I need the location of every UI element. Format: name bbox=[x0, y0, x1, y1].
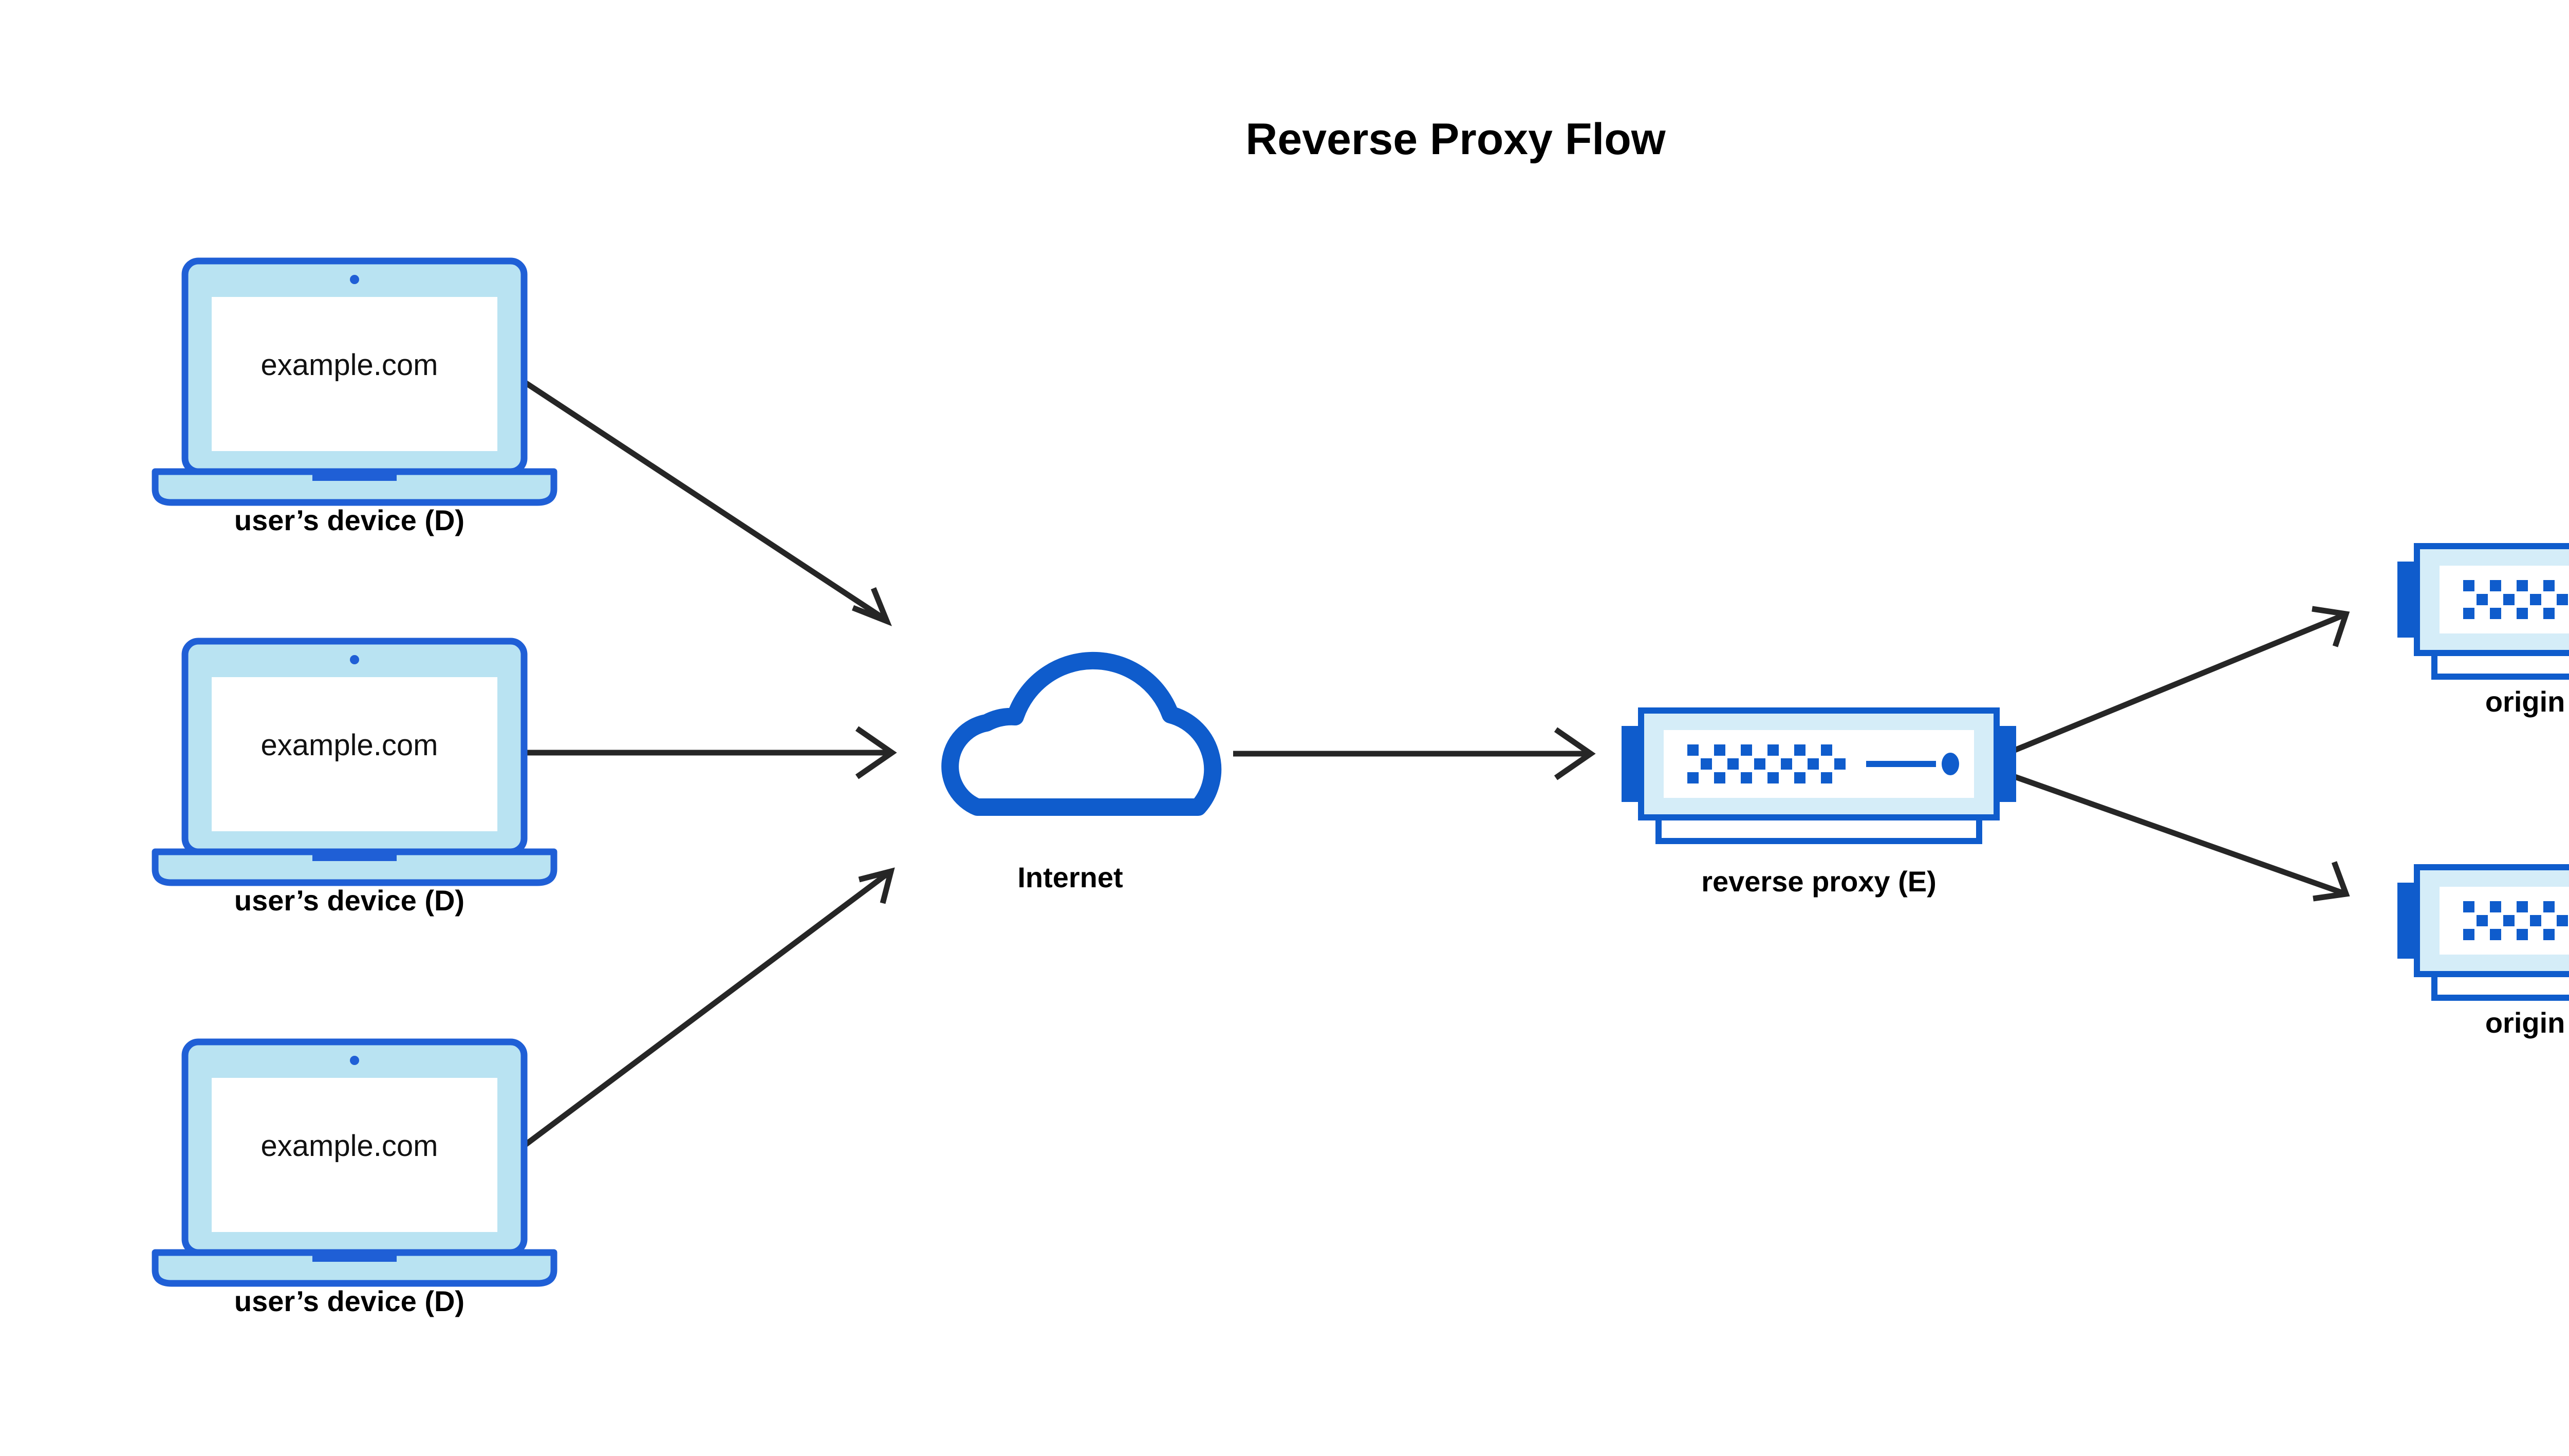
laptop-screen-text: example.com bbox=[261, 1129, 438, 1163]
node-reverse-proxy[interactable]: reverse proxy (E) bbox=[1622, 711, 2016, 898]
laptop-screen-text: example.com bbox=[261, 729, 438, 762]
node-label-origin-server-bottom: origin server (F) bbox=[2485, 1006, 2569, 1039]
edge-proxy-to-origin-bottom bbox=[2004, 770, 2350, 902]
page-title: Reverse Proxy Flow bbox=[1245, 115, 1666, 164]
node-origin-server-bottom[interactable]: origin server (F) bbox=[2397, 867, 2569, 1039]
edge-internet-to-proxy bbox=[1233, 727, 1596, 780]
edge-client-middle-to-internet bbox=[514, 726, 897, 779]
node-origin-server-top[interactable]: origin server (F) bbox=[2397, 546, 2569, 718]
node-client-bottom[interactable]: example.com user’s device (D) bbox=[155, 1042, 554, 1317]
laptop-icon bbox=[155, 261, 554, 502]
node-label-client-bottom: user’s device (D) bbox=[234, 1285, 464, 1317]
laptop-screen-text: example.com bbox=[261, 348, 438, 382]
server-icon bbox=[1622, 711, 2016, 841]
server-icon bbox=[2397, 867, 2569, 998]
laptop-icon bbox=[155, 1042, 554, 1283]
laptop-icon bbox=[155, 641, 554, 883]
edge-proxy-to-origin-top bbox=[2003, 606, 2350, 757]
node-label-internet: Internet bbox=[1017, 861, 1123, 893]
node-client-middle[interactable]: example.com user’s device (D) bbox=[155, 641, 554, 917]
node-client-top[interactable]: example.com user’s device (D) bbox=[155, 261, 554, 536]
node-label-client-top: user’s device (D) bbox=[234, 504, 464, 536]
node-label-client-middle: user’s device (D) bbox=[234, 884, 464, 917]
cloud-icon bbox=[950, 661, 1213, 807]
edge-client-bottom-to-internet bbox=[512, 867, 895, 1156]
node-label-reverse-proxy: reverse proxy (E) bbox=[1701, 865, 1937, 898]
server-icon bbox=[2397, 546, 2569, 677]
node-internet[interactable]: Internet bbox=[950, 661, 1213, 893]
node-label-origin-server-top: origin server (F) bbox=[2485, 685, 2569, 718]
edge-layer bbox=[512, 372, 2350, 1156]
edge-client-top-to-internet bbox=[512, 372, 892, 626]
